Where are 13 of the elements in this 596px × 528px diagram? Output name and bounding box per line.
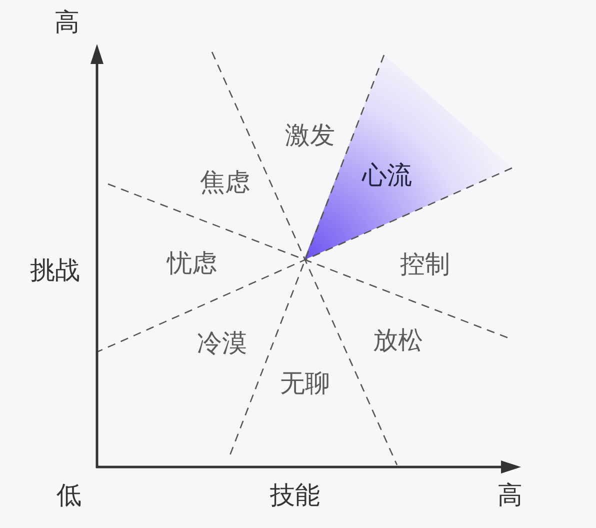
axis-label: 低 [56, 482, 82, 508]
axis-label: 高 [54, 10, 80, 34]
region-label: 激发 [285, 122, 335, 148]
region-label: 冷漠 [197, 330, 247, 356]
region-label: 无聊 [280, 370, 330, 396]
region-label: 放松 [373, 328, 423, 352]
sector-label: 心流 [362, 162, 412, 188]
region-label: 控制 [400, 252, 450, 276]
axis-label: 技能 [270, 482, 320, 508]
axis-label: 高 [498, 482, 522, 508]
region-label: 焦虑 [200, 170, 250, 194]
region-label: 忧虑 [167, 250, 217, 276]
axis-label: 挑战 [30, 258, 80, 282]
